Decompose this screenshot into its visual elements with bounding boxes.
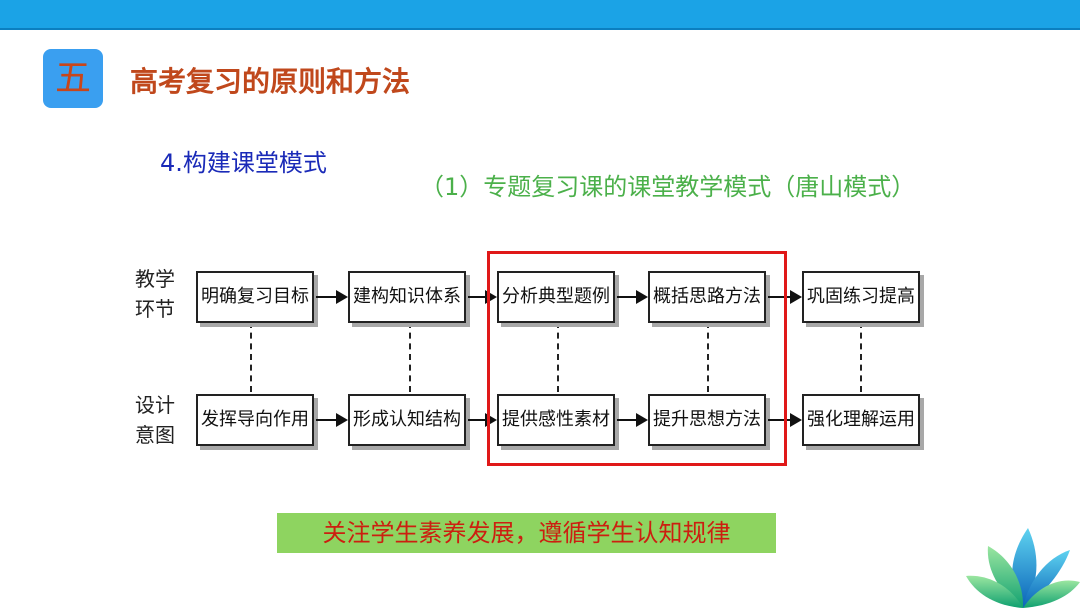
top-bar bbox=[0, 0, 1080, 30]
stage-box: 巩固练习提高 bbox=[802, 271, 920, 323]
summary-banner: 关注学生素养发展，遵循学生认知规律 bbox=[277, 513, 776, 553]
stage-box: 分析典型题例 bbox=[497, 271, 615, 323]
flow-arrow bbox=[617, 290, 648, 304]
stage-box: 明确复习目标 bbox=[196, 271, 314, 323]
stage-box: 建构知识体系 bbox=[348, 271, 466, 323]
dashed-connector bbox=[250, 322, 252, 392]
dashed-connector bbox=[707, 322, 709, 392]
intent-box: 发挥导向作用 bbox=[196, 394, 314, 446]
intent-box: 形成认知结构 bbox=[348, 394, 466, 446]
flow-arrow bbox=[617, 413, 648, 427]
flow-arrow bbox=[316, 290, 348, 304]
intent-box: 提升思想方法 bbox=[648, 394, 766, 446]
row-label-line: 教学 bbox=[135, 267, 175, 291]
subheading: （1）专题复习课的课堂教学模式（唐山模式） bbox=[420, 173, 916, 201]
section-number: 五 bbox=[54, 58, 91, 99]
row-label-line: 环节 bbox=[135, 297, 175, 321]
row-label-line: 设计 bbox=[135, 393, 175, 417]
intent-box: 强化理解运用 bbox=[802, 394, 920, 446]
row-label-stages: 教学 环节 bbox=[135, 264, 175, 324]
highlight-frame bbox=[487, 251, 787, 466]
subtitle: 4.构建课堂模式 bbox=[160, 149, 327, 177]
dashed-connector bbox=[860, 322, 862, 392]
page-title: 高考复习的原则和方法 bbox=[130, 65, 411, 98]
intent-box: 提供感性素材 bbox=[497, 394, 615, 446]
row-label-line: 意图 bbox=[135, 423, 175, 447]
row-label-intent: 设计 意图 bbox=[135, 390, 175, 450]
flow-arrow bbox=[316, 413, 348, 427]
lotus-icon bbox=[966, 528, 1080, 608]
section-number-badge: 五 bbox=[43, 49, 103, 108]
stage-box: 概括思路方法 bbox=[648, 271, 766, 323]
dashed-connector bbox=[409, 322, 411, 392]
dashed-connector bbox=[557, 322, 559, 392]
